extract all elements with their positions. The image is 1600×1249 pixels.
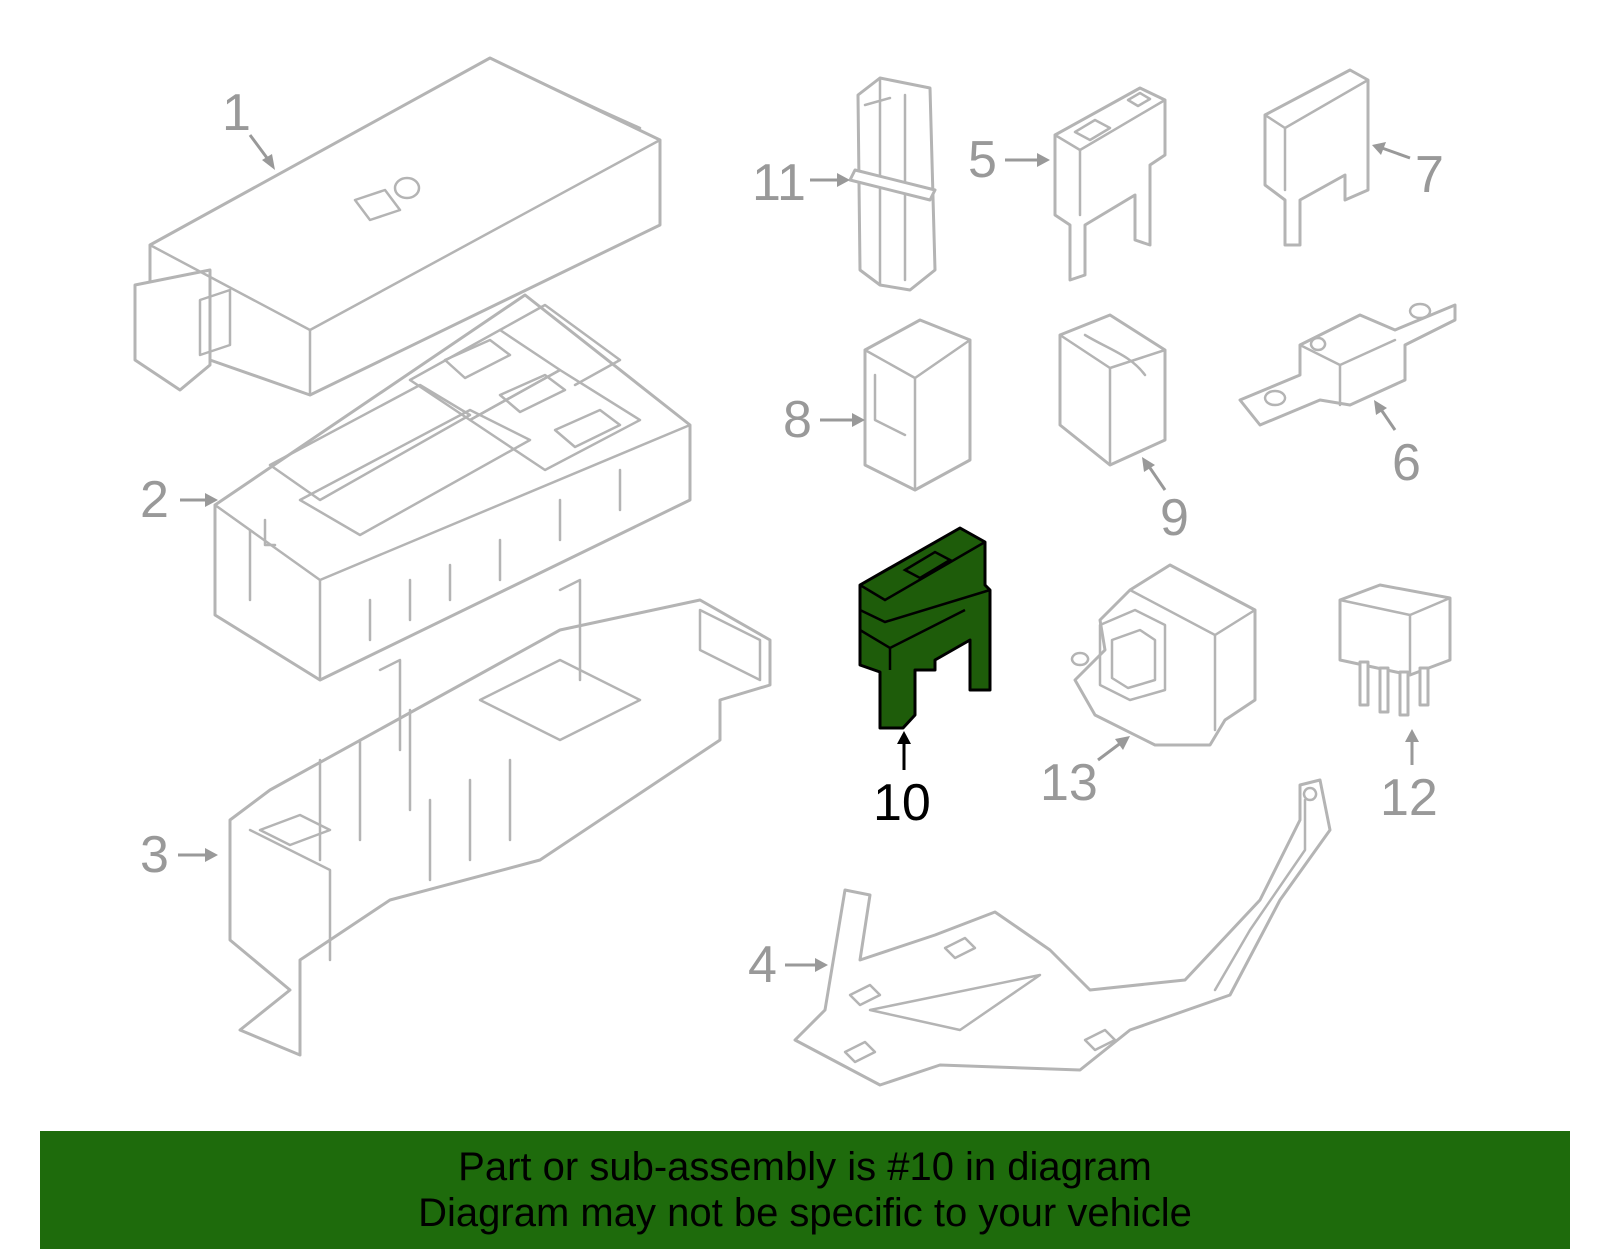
part-4-bracket[interactable] [793,778,1332,1087]
callout-4[interactable]: 4 [748,936,777,994]
callout-8[interactable]: 8 [783,391,812,449]
part-10-highlighted-fuse[interactable] [858,526,992,730]
part-8-cartridge-fuse[interactable] [863,318,972,492]
callout-labels: 1 2 3 4 5 6 7 8 9 10 11 12 13 [140,84,1444,994]
callout-1[interactable]: 1 [222,84,251,142]
part-1-cover[interactable] [133,56,662,397]
part-2-fuse-block[interactable] [213,293,692,682]
part-6-strip-fuse[interactable] [1238,302,1457,427]
callout-6[interactable]: 6 [1392,434,1421,492]
part-7-fuse[interactable] [1263,68,1370,247]
callout-10[interactable]: 10 [873,774,931,832]
part-5-fuse[interactable] [1053,86,1167,282]
callout-3[interactable]: 3 [140,826,169,884]
callout-2[interactable]: 2 [140,471,169,529]
part-13-relay-connector[interactable] [1070,563,1257,747]
callout-12[interactable]: 12 [1380,769,1438,827]
callout-11[interactable]: 11 [752,154,806,212]
part-9-cover[interactable] [1058,313,1167,467]
callout-9[interactable]: 9 [1160,489,1189,547]
parts-diagram: 1 2 3 4 5 6 7 8 9 10 11 12 13 [133,56,1457,1087]
part-12-relay[interactable] [1338,583,1452,717]
banner-line-part-number: Part or sub-assembly is #10 in diagram [458,1145,1152,1189]
callout-5[interactable]: 5 [968,131,997,189]
part-3-lower-tray[interactable] [228,578,772,1057]
banner-line-disclaimer: Diagram may not be specific to your vehi… [418,1191,1192,1235]
callout-7[interactable]: 7 [1415,146,1444,204]
callout-arrows [178,134,1419,972]
part-11-fuse-puller[interactable] [848,76,937,292]
info-banner: Part or sub-assembly is #10 in diagram D… [40,1131,1570,1249]
callout-13[interactable]: 13 [1040,754,1098,812]
